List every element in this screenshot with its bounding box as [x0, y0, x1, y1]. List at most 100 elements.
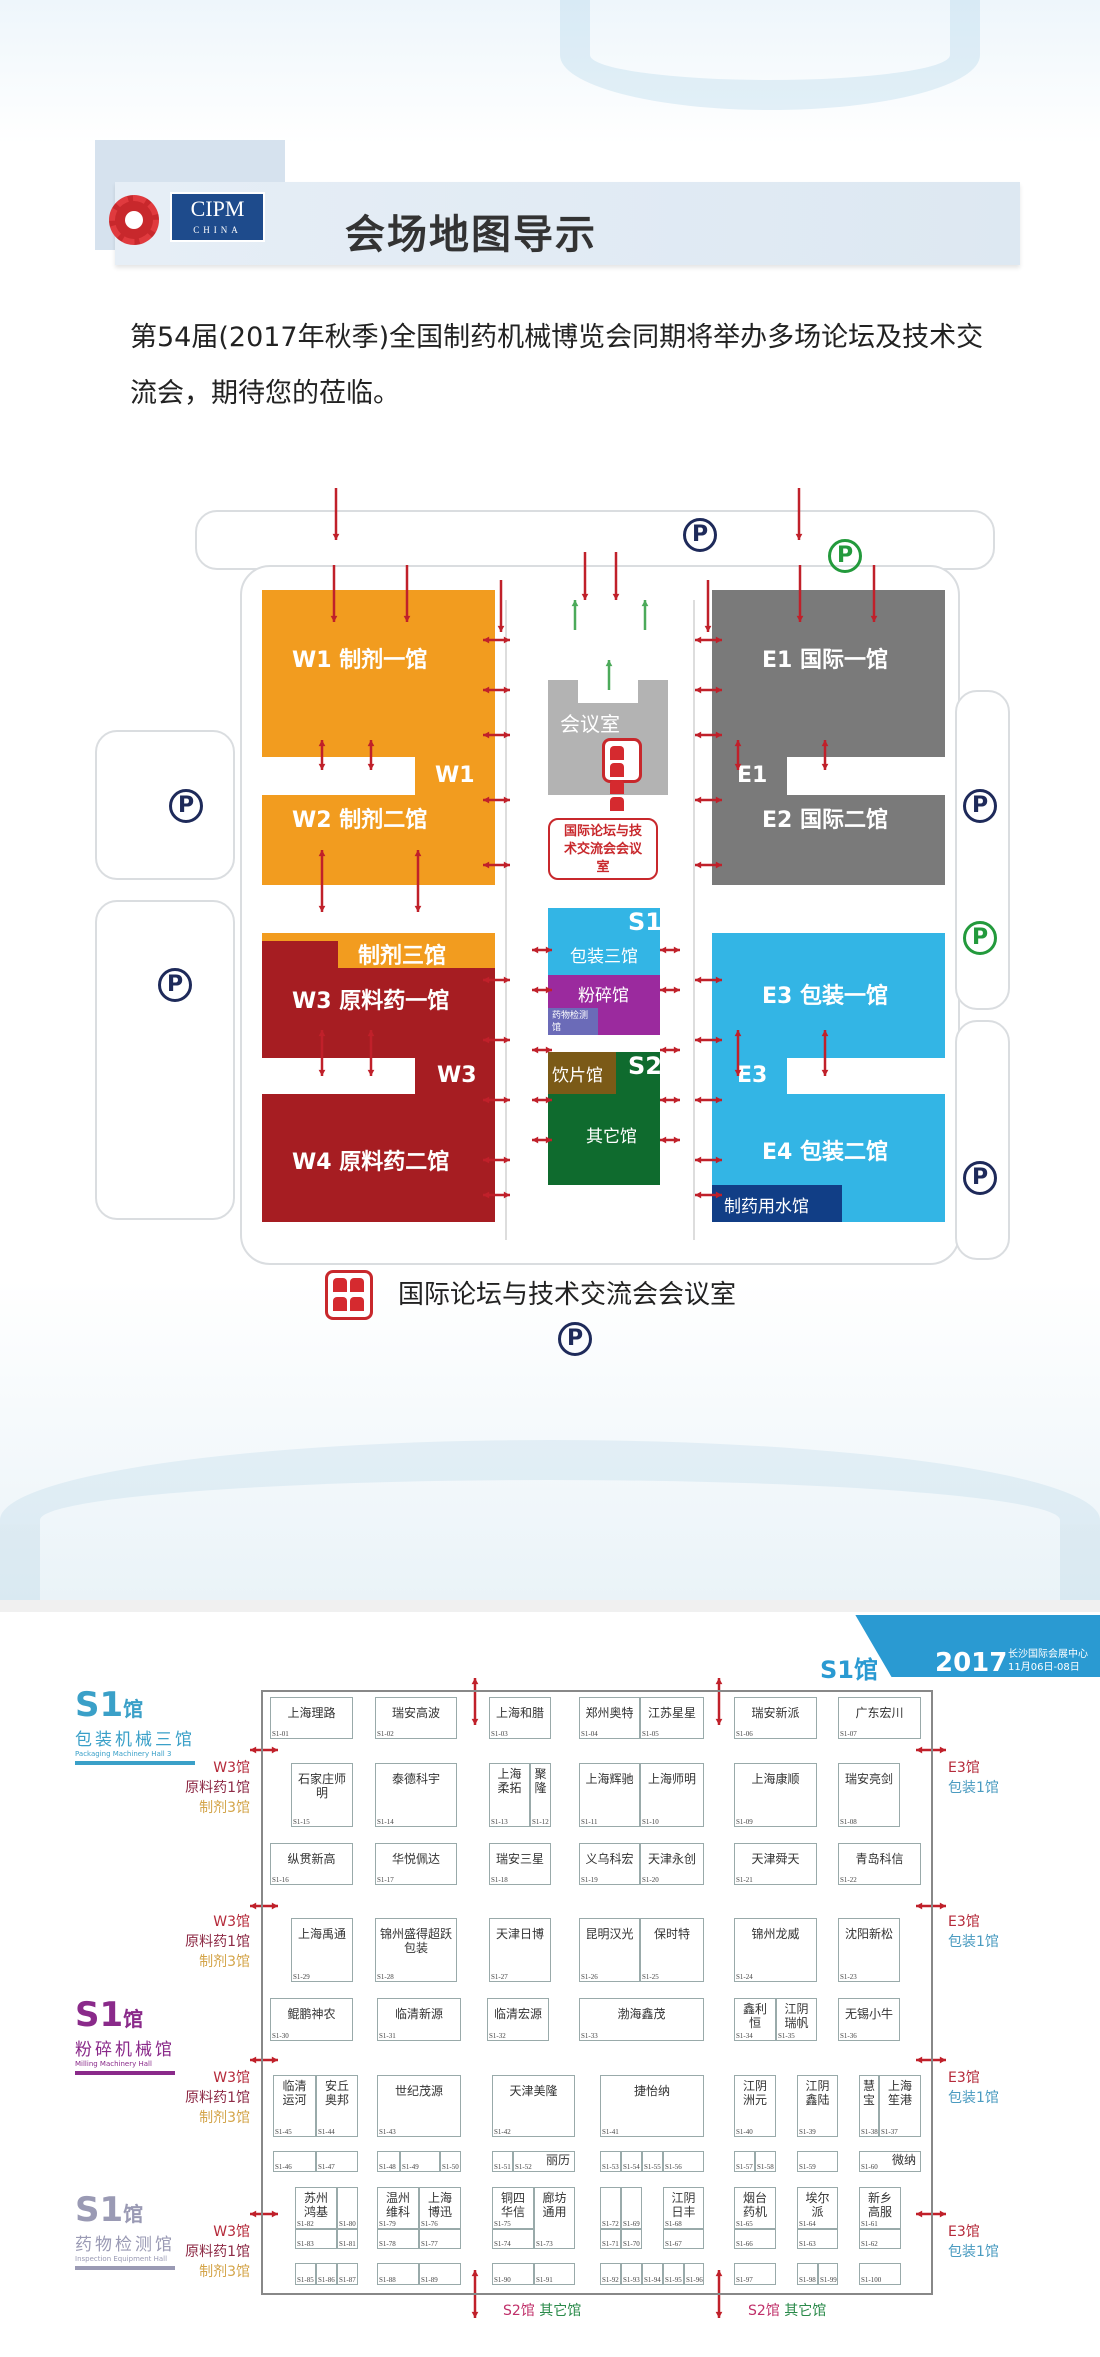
- hall-w3-strip[interactable]: 制剂三馆: [338, 933, 495, 969]
- booth-s1-59[interactable]: S1-59: [797, 2151, 838, 2172]
- booth-s1-70[interactable]: S1-70: [621, 2229, 642, 2249]
- booth-s1-66[interactable]: S1-66: [734, 2229, 776, 2249]
- hall-water[interactable]: 制药用水馆: [712, 1185, 842, 1222]
- booth-s1-87[interactable]: S1-87: [337, 2263, 358, 2285]
- booth-s1-97[interactable]: S1-97: [734, 2263, 776, 2285]
- booth-s1-56[interactable]: S1-56: [663, 2151, 704, 2172]
- hall-e1[interactable]: E1 国际一馆: [712, 590, 945, 757]
- booth-s1-98[interactable]: S1-98: [797, 2263, 818, 2285]
- booth-s1-74[interactable]: S1-74: [492, 2229, 534, 2249]
- booth-s1-86[interactable]: S1-86: [316, 2263, 337, 2285]
- booth-s1-81[interactable]: S1-81: [337, 2229, 358, 2249]
- booth-s1-54[interactable]: S1-54: [621, 2151, 642, 2172]
- booth-s1-95[interactable]: S1-95: [663, 2263, 684, 2285]
- booth-s1-71[interactable]: S1-71: [600, 2229, 621, 2249]
- booth-s1-78[interactable]: S1-78: [377, 2229, 419, 2249]
- booth-s1-51[interactable]: S1-51: [492, 2151, 513, 2172]
- booth-s1-63[interactable]: S1-63: [797, 2229, 838, 2249]
- hall-e2[interactable]: E2 国际二馆: [712, 795, 945, 885]
- booth-s1-46[interactable]: S1-46: [273, 2151, 316, 2172]
- booth-s1-55[interactable]: S1-55: [642, 2151, 663, 2172]
- booth-s1-48[interactable]: S1-48: [377, 2151, 400, 2172]
- booth-s1-91[interactable]: S1-91: [534, 2263, 575, 2285]
- booth-s1-72[interactable]: S1-72: [600, 2187, 621, 2229]
- booth-s1-92[interactable]: S1-92: [600, 2263, 621, 2285]
- booth-s1-90[interactable]: S1-90: [492, 2263, 534, 2285]
- hall-w4[interactable]: W4 原料药二馆: [262, 1094, 495, 1222]
- booth-s1-47[interactable]: S1-47: [316, 2151, 358, 2172]
- booth-s1-80[interactable]: S1-80: [337, 2187, 358, 2229]
- booth-s1-94[interactable]: S1-94: [642, 2263, 663, 2285]
- booth-s1-85[interactable]: S1-85: [295, 2263, 316, 2285]
- hall-inspection[interactable]: 药物检测馆: [548, 1008, 598, 1035]
- booth-s1-93[interactable]: S1-93: [621, 2263, 642, 2285]
- booth-s1-49[interactable]: S1-49: [400, 2151, 440, 2172]
- hall-mill[interactable]: 粉碎馆: [548, 975, 660, 1035]
- hall-w1[interactable]: W1 制剂一馆: [262, 590, 495, 757]
- booth-s1-62[interactable]: S1-62: [859, 2229, 901, 2249]
- booth-s1-89[interactable]: S1-89: [419, 2263, 461, 2285]
- hall-w2[interactable]: W2 制剂二馆: [262, 795, 495, 885]
- booth-s1-77[interactable]: S1-77: [419, 2229, 461, 2249]
- booth-s1-96[interactable]: S1-96: [684, 2263, 704, 2285]
- booth-s1-67[interactable]: S1-67: [663, 2229, 704, 2249]
- booth-s1-88[interactable]: S1-88: [377, 2263, 419, 2285]
- booth-s1-50[interactable]: S1-50: [440, 2151, 461, 2172]
- booth-s1-58[interactable]: S1-58: [755, 2151, 776, 2172]
- booth-s1-69[interactable]: S1-69: [621, 2187, 642, 2229]
- booth-s1-57[interactable]: S1-57: [734, 2151, 755, 2172]
- hall-e3[interactable]: E3 包装一馆: [712, 933, 945, 1058]
- booth-s1-53[interactable]: S1-53: [600, 2151, 621, 2172]
